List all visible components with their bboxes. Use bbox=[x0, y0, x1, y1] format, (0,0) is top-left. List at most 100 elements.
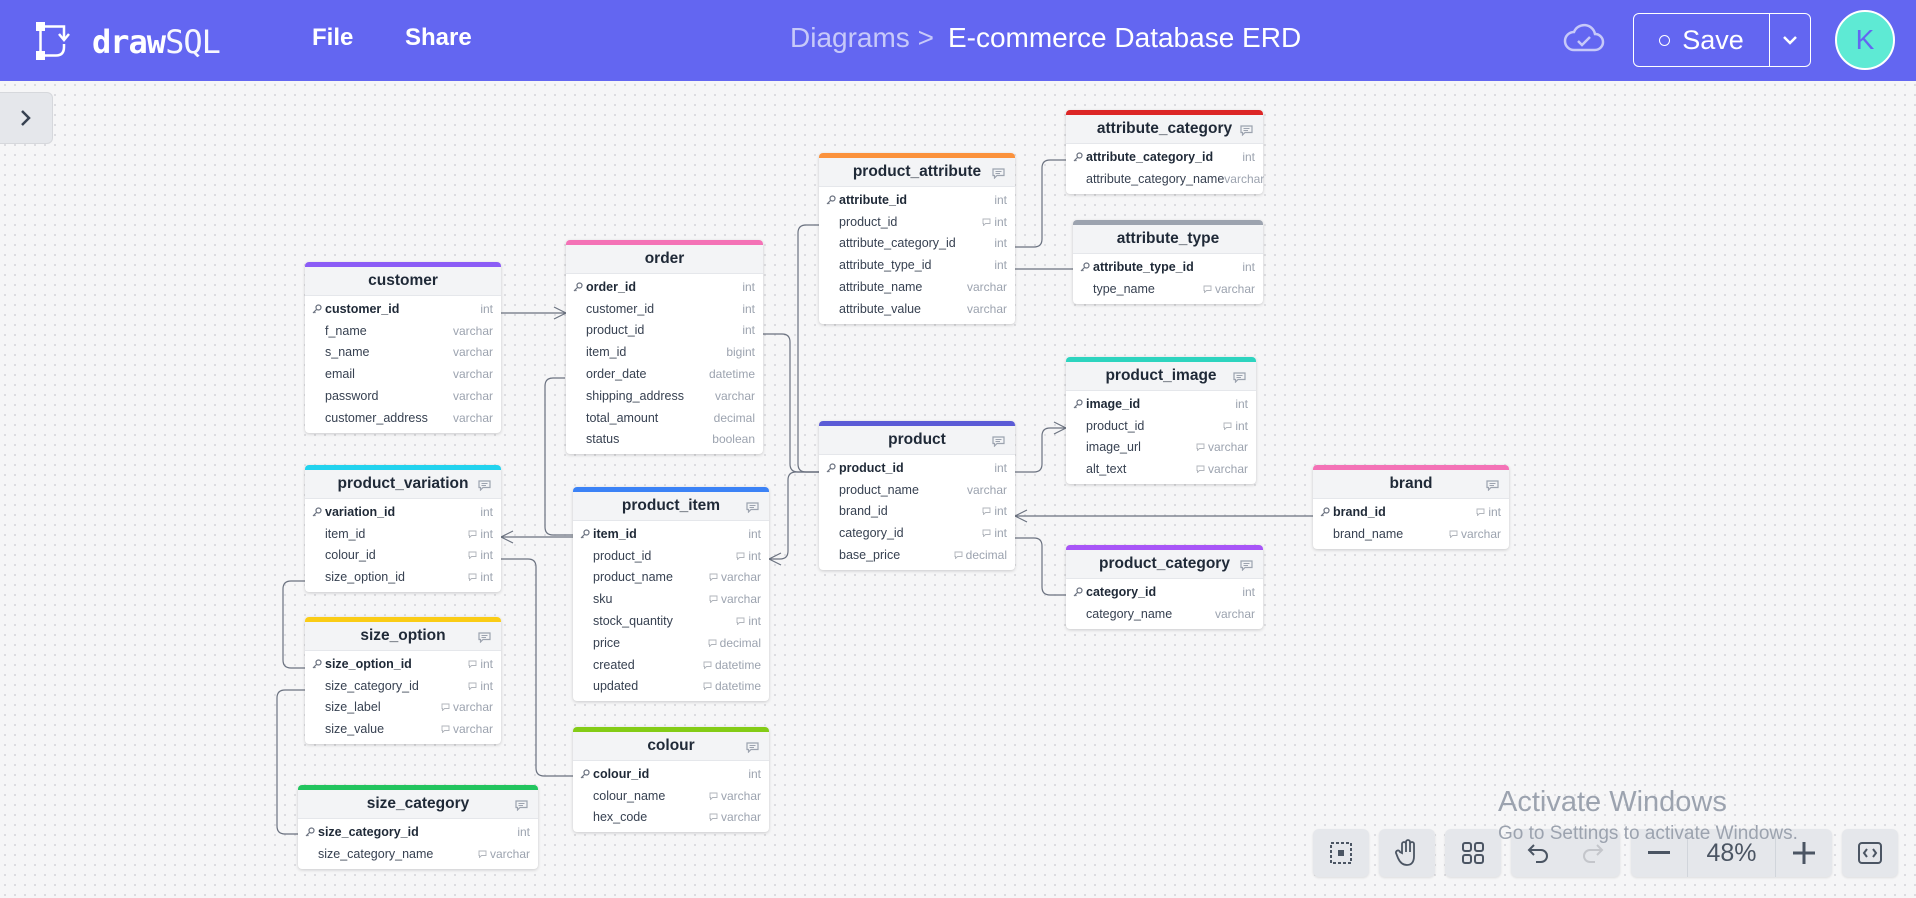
comment-icon[interactable] bbox=[992, 168, 1005, 179]
comment-icon[interactable] bbox=[515, 800, 528, 811]
comment-icon[interactable] bbox=[1486, 480, 1499, 491]
comment-icon[interactable] bbox=[478, 632, 491, 643]
table-header[interactable]: customer bbox=[305, 262, 501, 296]
table-header[interactable]: size_category bbox=[298, 785, 538, 819]
comment-icon[interactable] bbox=[992, 436, 1005, 447]
table-header[interactable]: brand bbox=[1313, 465, 1509, 499]
table-header[interactable]: product_variation bbox=[305, 465, 501, 499]
comment-icon[interactable] bbox=[746, 502, 759, 513]
table-header[interactable]: order bbox=[566, 240, 763, 274]
comment-icon[interactable] bbox=[1240, 560, 1253, 571]
save-options-button[interactable] bbox=[1770, 14, 1810, 66]
zoom-level[interactable]: 48% bbox=[1687, 829, 1776, 877]
zoom-out-button[interactable] bbox=[1631, 851, 1687, 855]
comment-icon[interactable] bbox=[746, 742, 759, 753]
undo-icon[interactable] bbox=[1526, 842, 1550, 864]
breadcrumb-diagrams[interactable]: Diagrams > bbox=[790, 22, 934, 53]
export-code-button[interactable] bbox=[1842, 829, 1898, 877]
diagram-title[interactable]: E-commerce Database ERD bbox=[947, 22, 1302, 53]
table-header[interactable]: product_image bbox=[1066, 357, 1256, 391]
table-header[interactable]: attribute_type bbox=[1073, 220, 1263, 254]
table-header[interactable]: product_category bbox=[1066, 545, 1263, 579]
logo[interactable]: drawSQL bbox=[34, 20, 221, 64]
avatar[interactable]: K bbox=[1835, 10, 1895, 70]
file-menu[interactable]: File bbox=[312, 24, 354, 51]
comment-icon[interactable] bbox=[1233, 372, 1246, 383]
arrange-button[interactable] bbox=[1445, 829, 1501, 877]
table-header[interactable]: attribute_category bbox=[1066, 110, 1263, 144]
fit-screen-button[interactable] bbox=[1313, 829, 1369, 877]
share-menu[interactable]: Share bbox=[405, 24, 472, 51]
zoom-in-button[interactable] bbox=[1776, 842, 1832, 864]
table-header[interactable]: size_option bbox=[305, 617, 501, 651]
redo-icon[interactable] bbox=[1581, 842, 1605, 864]
comment-icon[interactable] bbox=[1240, 125, 1253, 136]
pan-tool-button[interactable] bbox=[1379, 829, 1435, 877]
save-button[interactable]: Save bbox=[1634, 14, 1770, 66]
table-header[interactable]: product bbox=[819, 421, 1015, 455]
table-header[interactable]: product_attribute bbox=[819, 153, 1015, 187]
